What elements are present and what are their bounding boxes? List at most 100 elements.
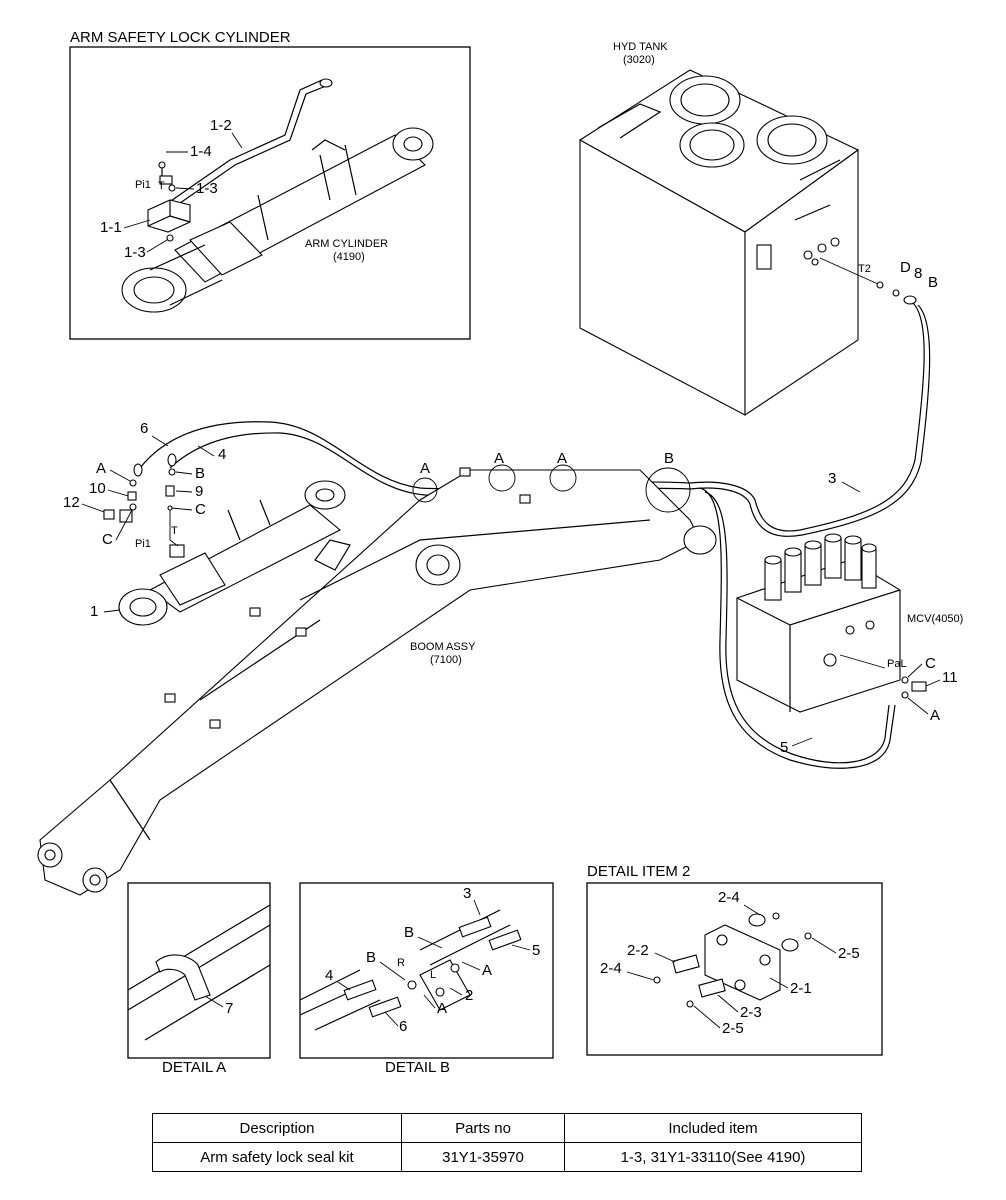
arm-cylinder-on-boom: 1: [90, 480, 346, 626]
mcv-pal-label: PaL: [887, 658, 907, 670]
detail-b-callout-6: 6: [399, 1018, 407, 1035]
d2-callout-2-1: 2-1: [790, 980, 812, 997]
parts-table: Description Parts no Included item Arm s…: [152, 1113, 862, 1172]
marker-label-a1: A: [420, 460, 430, 477]
inset-t-label: T: [158, 180, 165, 192]
callout-5: 5: [780, 739, 788, 756]
detail-b-r-label: R: [397, 957, 405, 969]
hyd-tank-label: HYD TANK: [613, 41, 668, 53]
detail-markers: A A A B: [412, 450, 691, 513]
callout-4: 4: [218, 446, 226, 463]
detail-b-callout-3: 3: [463, 885, 471, 902]
d2-callout-2-3: 2-3: [740, 1004, 762, 1021]
inset-title: ARM SAFETY LOCK CYLINDER: [70, 29, 291, 46]
arm-cylinder-label: ARM CYLINDER: [305, 238, 388, 250]
hose-clamp-7: [155, 954, 211, 1001]
table-cell-description: Arm safety lock seal kit: [152, 1142, 402, 1172]
callout-a-left: A: [96, 460, 106, 477]
parts-table-header-included-item: Included item: [564, 1113, 862, 1143]
detail-a-marker-1: [412, 477, 438, 503]
bulkhead-bracket-2: [419, 959, 471, 1011]
d2-callout-2-2: 2-2: [627, 942, 649, 959]
callout-1-1: 1-1: [100, 219, 122, 236]
parts-table-header-description: Description: [152, 1113, 402, 1143]
boom-outline: [39, 469, 701, 896]
detail-b-l-label: L: [430, 969, 436, 981]
callout-9: 9: [195, 483, 203, 500]
pipe-end-fitting: [319, 78, 333, 88]
t-label: T: [171, 525, 178, 537]
arm-safety-lock-cylinder-inset: ARM SAFETY LOCK CYLINDER: [69, 29, 471, 340]
detail-b-callout-4: 4: [325, 967, 333, 984]
callout-1-2: 1-2: [210, 117, 232, 134]
detail-b-callout-b-mid: B: [366, 949, 376, 966]
detail-b-callout-b-top: B: [404, 924, 414, 941]
detail-item-2-frame: [586, 882, 883, 1056]
callout-1-3-lower: 1-3: [124, 244, 146, 261]
boom-assy-label: BOOM ASSY: [410, 641, 476, 653]
main-control-valve: PaL MCV(4050) C 11 A: [736, 533, 963, 724]
detail-a-panel: 7 DETAIL A: [127, 882, 271, 1076]
d2-callout-2-5-right: 2-5: [838, 945, 860, 962]
tank-callout-b: B: [928, 274, 938, 291]
lock-valve-fittings: A B 10 9 12 C C Pi1 T: [63, 453, 206, 550]
callout-10: 10: [89, 480, 106, 497]
pipe-1-2: [164, 79, 323, 206]
detail-b-panel: 3 B 5 B R L A 4 2 A 6 DETAIL B: [299, 882, 554, 1076]
detail-a-marker-2: [488, 464, 516, 492]
parts-table-header-row: Description Parts no Included item: [152, 1113, 862, 1143]
callout-6: 6: [140, 420, 148, 437]
callout-1-4: 1-4: [190, 143, 212, 160]
detail-b-frame: [299, 882, 554, 1059]
mcv-callout-a: A: [930, 707, 940, 724]
callout-b-left: B: [195, 465, 205, 482]
mcv-callout-c: C: [925, 655, 936, 672]
parts-table-header-parts-no: Parts no: [401, 1113, 565, 1143]
callout-c-left: C: [102, 531, 113, 548]
inset-pi1-label: Pi1: [135, 179, 151, 191]
callout-c-right: C: [195, 501, 206, 518]
marker-label-b: B: [664, 450, 674, 467]
detail-b-callout-5: 5: [532, 942, 540, 959]
table-cell-parts-no: 31Y1-35970: [401, 1142, 565, 1172]
table-cell-included-item: 1-3, 31Y1-33110(See 4190): [564, 1142, 862, 1172]
detail-a-marker-3: [549, 464, 577, 492]
d2-callout-2-4-left: 2-4: [600, 960, 622, 977]
detail-b-marker: [645, 467, 691, 513]
d2-callout-2-4-top: 2-4: [718, 889, 740, 906]
tank-side: [744, 148, 859, 417]
detail-a-caption: DETAIL A: [162, 1059, 226, 1076]
boom-assembly: BOOM ASSY (7100): [37, 467, 717, 896]
mcv-label: MCV(4050): [907, 613, 963, 625]
detail-a-frame: [127, 882, 271, 1059]
hyd-tank-code: (3020): [623, 54, 655, 66]
detail-b-caption: DETAIL B: [385, 1059, 450, 1076]
tank-t2-label: T2: [858, 263, 871, 275]
lock-valve-block: [147, 161, 191, 242]
d2-callout-2-5-bot: 2-5: [722, 1020, 744, 1037]
tank-callout-d: D: [900, 259, 911, 276]
callout-12: 12: [63, 494, 80, 511]
marker-label-a3: A: [557, 450, 567, 467]
hydraulic-tank: T2 HYD TANK (3020) D 8 B: [578, 41, 938, 417]
boom-assy-code: (7100): [430, 654, 462, 666]
detail-b-callout-a-mid: A: [482, 962, 492, 979]
callout-1-3-upper: 1-3: [196, 180, 218, 197]
callout-3: 3: [828, 470, 836, 487]
arm-cylinder-drawing: [121, 127, 434, 313]
detail-b-callout-a-bot: A: [437, 1000, 447, 1017]
tank-callout-8: 8: [914, 265, 922, 282]
marker-label-a2: A: [494, 450, 504, 467]
hose-3: [689, 302, 925, 532]
detail-b-callout-2: 2: [465, 987, 473, 1004]
detail-item-2-caption: DETAIL ITEM 2: [587, 863, 690, 880]
hose-5: [699, 487, 896, 769]
pi1-label: Pi1: [135, 538, 151, 550]
inset-frame: [69, 46, 471, 340]
detail-item-2-panel: DETAIL ITEM 2 2-4 2-2 2-5 2-4 2-1 2-3 2-…: [586, 863, 883, 1056]
tank-sight-gauge: [756, 244, 772, 270]
detail-a-callout-7: 7: [225, 1000, 233, 1017]
callout-1: 1: [90, 603, 98, 620]
arm-cylinder-code: (4190): [333, 251, 365, 263]
